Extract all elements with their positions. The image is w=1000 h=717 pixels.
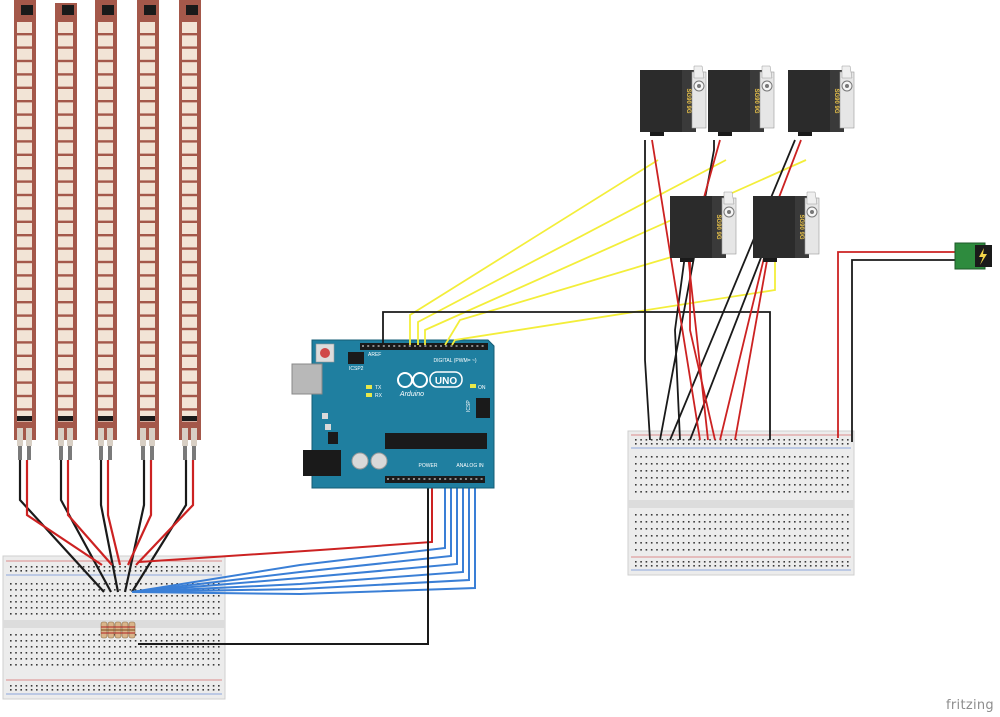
arduino-header-pins	[362, 345, 484, 480]
flex-sensors	[14, 0, 201, 460]
flex-sensor	[95, 0, 117, 460]
servo-label: SG90 9G	[715, 214, 721, 239]
dc-power-jack	[954, 242, 992, 270]
servo-motor: SG90 9G	[753, 191, 820, 262]
flex-wires	[18, 460, 195, 593]
flex-sensor	[14, 0, 36, 460]
servo-motor: SG90 9G	[708, 65, 775, 136]
arduino-model: UNO	[435, 376, 457, 387]
rx-label: RX	[375, 393, 383, 399]
flex-sensor	[179, 0, 201, 460]
servo-label: SG90 9G	[798, 214, 804, 239]
flex-sensor	[137, 0, 159, 460]
servo-motor: SG90 9G	[670, 191, 737, 262]
digital-label: DIGITAL (PWM= ~)	[433, 358, 476, 364]
right-breadboard-holes	[635, 439, 849, 567]
aref-label: AREF	[368, 352, 381, 358]
arduino-uno: UNO Arduino ICSP2 TX RX ON ICSP DIGITAL …	[291, 339, 495, 489]
servo-label: SG90 9G	[685, 88, 691, 113]
arduino-brand: Arduino	[399, 391, 424, 398]
servos: SG90 9G SG90 9G SG90 9G SG90 9G SG90 9G	[640, 65, 855, 262]
arduino-logo	[397, 371, 463, 388]
resistors	[100, 621, 136, 639]
icsp2-label: ICSP2	[349, 366, 364, 372]
right-breadboard	[627, 430, 855, 576]
servo-motor: SG90 9G	[640, 65, 707, 136]
on-label: ON	[478, 385, 486, 391]
arduino-lower-wires	[131, 478, 476, 645]
servo-label: SG90 9G	[753, 88, 759, 113]
fritzing-watermark: fritzing	[946, 698, 994, 713]
servo-label: SG90 9G	[833, 88, 839, 113]
tx-label: TX	[375, 385, 382, 391]
bolt-icon	[979, 248, 987, 265]
analog-label: ANALOG IN	[456, 463, 484, 469]
power-label: POWER	[419, 463, 438, 469]
left-breadboard-holes	[10, 566, 220, 691]
icsp1-label: ICSP	[466, 400, 472, 412]
flex-sensor	[55, 3, 77, 460]
servo-motor: SG90 9G	[788, 65, 855, 136]
